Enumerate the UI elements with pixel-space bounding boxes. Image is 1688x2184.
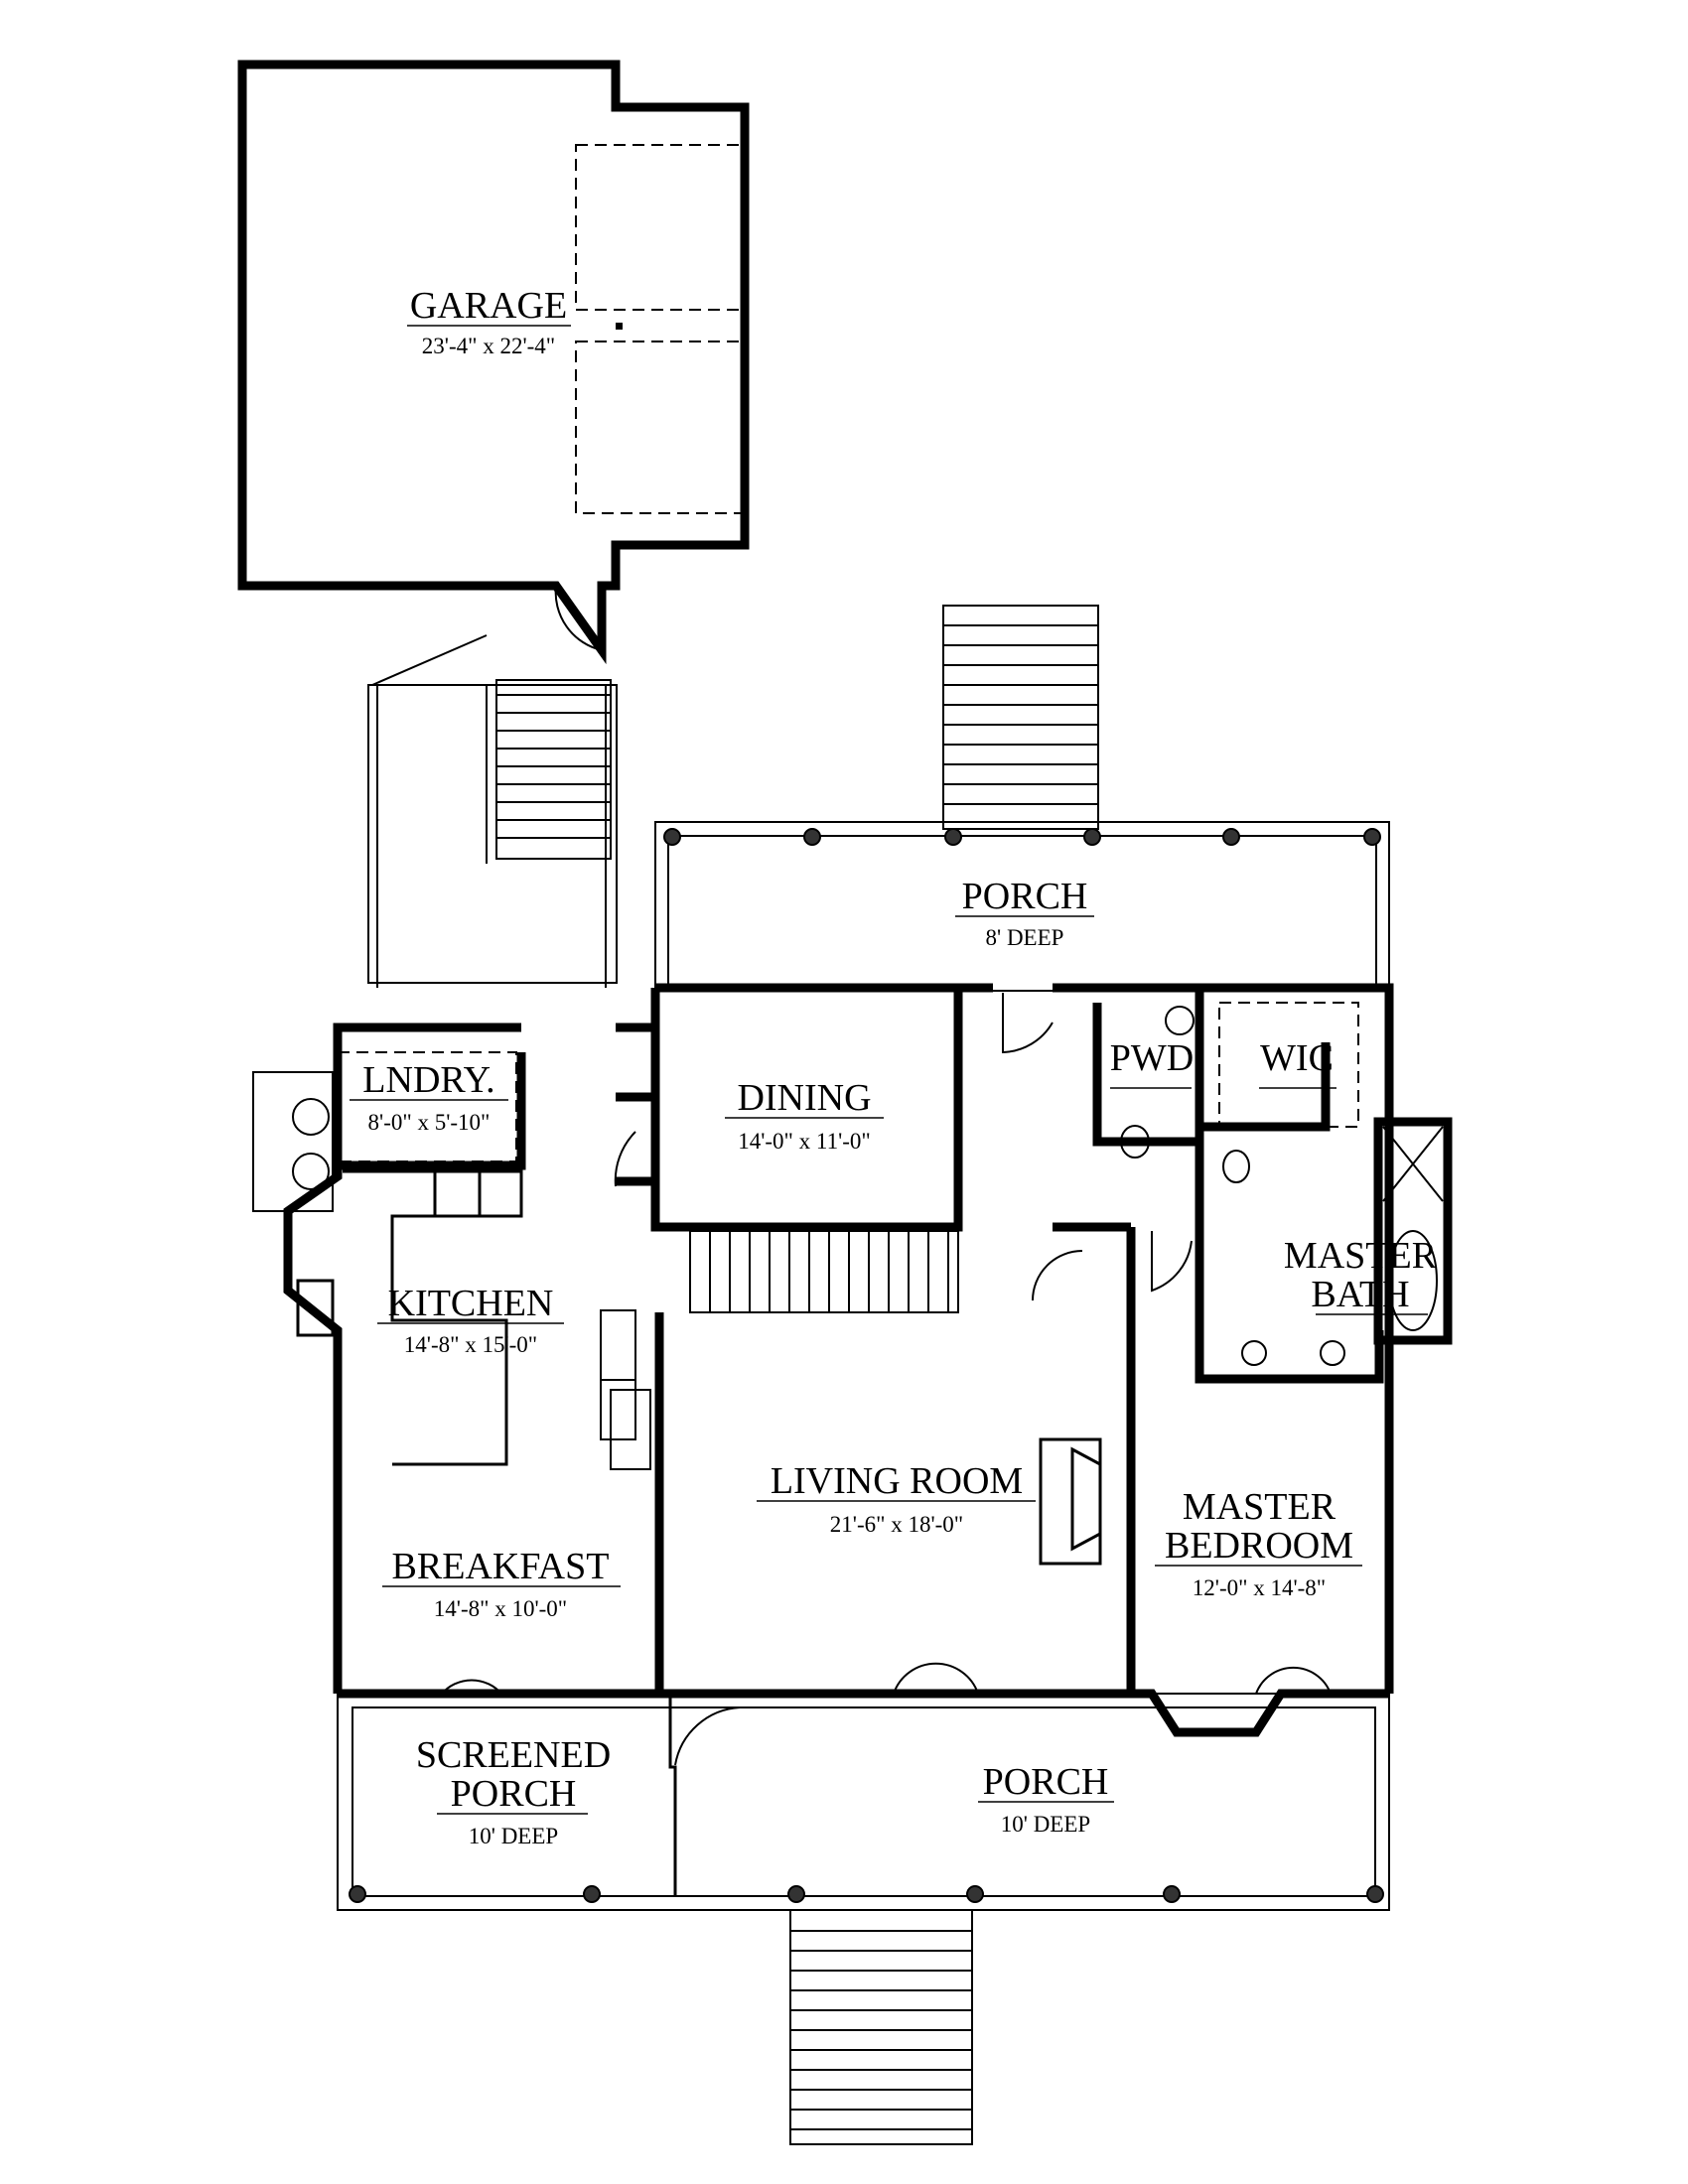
master-bath-label-2: BATH [1311, 1274, 1409, 1315]
kitchen-dims: 14'-8" x 15'-0" [404, 1332, 537, 1357]
rear-porch-depth: 8' DEEP [986, 925, 1064, 950]
front-porch-columns [349, 1885, 1384, 1903]
dining-dims: 14'-0" x 11'-0" [738, 1129, 871, 1154]
living-room-label: LIVING ROOM [771, 1460, 1023, 1502]
master-bedroom-dims: 12'-0" x 14'-8" [1193, 1575, 1326, 1600]
laundry-dims: 8'-0" x 5'-10" [368, 1110, 491, 1135]
dining-label: DINING [737, 1077, 871, 1119]
rear-porch [654, 605, 1390, 992]
garage-dims: 23'-4" x 22'-4" [422, 334, 555, 358]
master-bedroom-label-1: MASTER [1183, 1486, 1336, 1528]
kitchen-label: KITCHEN [388, 1283, 554, 1324]
living-room-dims: 21'-6" x 18'-0" [830, 1512, 963, 1537]
rear-porch-label: PORCH [962, 876, 1088, 917]
room-labels: GARAGE 23'-4" x 22'-4" PORCH 8' DEEP LND… [350, 285, 1438, 1848]
pwd-label: PWD [1110, 1037, 1194, 1079]
porch-columns [663, 828, 1381, 846]
front-porch-label: PORCH [983, 1761, 1109, 1803]
breakfast-label: BREAKFAST [392, 1546, 610, 1587]
wic-label: WIC [1260, 1037, 1334, 1079]
garage-label: GARAGE [410, 285, 567, 327]
screened-porch-label-2: PORCH [451, 1773, 577, 1815]
screened-porch-label-1: SCREENED [416, 1734, 611, 1776]
rear-stairs [942, 605, 1099, 830]
screened-porch-depth: 10' DEEP [469, 1824, 558, 1848]
front-porch [337, 1693, 1390, 2145]
laundry-label: LNDRY. [362, 1059, 494, 1101]
front-stairs [789, 1909, 973, 2145]
breakfast-dims: 14'-8" x 10'-0" [434, 1596, 567, 1621]
front-porch-depth: 10' DEEP [1001, 1812, 1090, 1837]
master-bedroom-label-2: BEDROOM [1165, 1525, 1353, 1567]
side-deck [367, 634, 618, 988]
side-stairs [495, 679, 612, 860]
master-bath-label-1: MASTER [1284, 1235, 1438, 1277]
garage [237, 60, 750, 665]
